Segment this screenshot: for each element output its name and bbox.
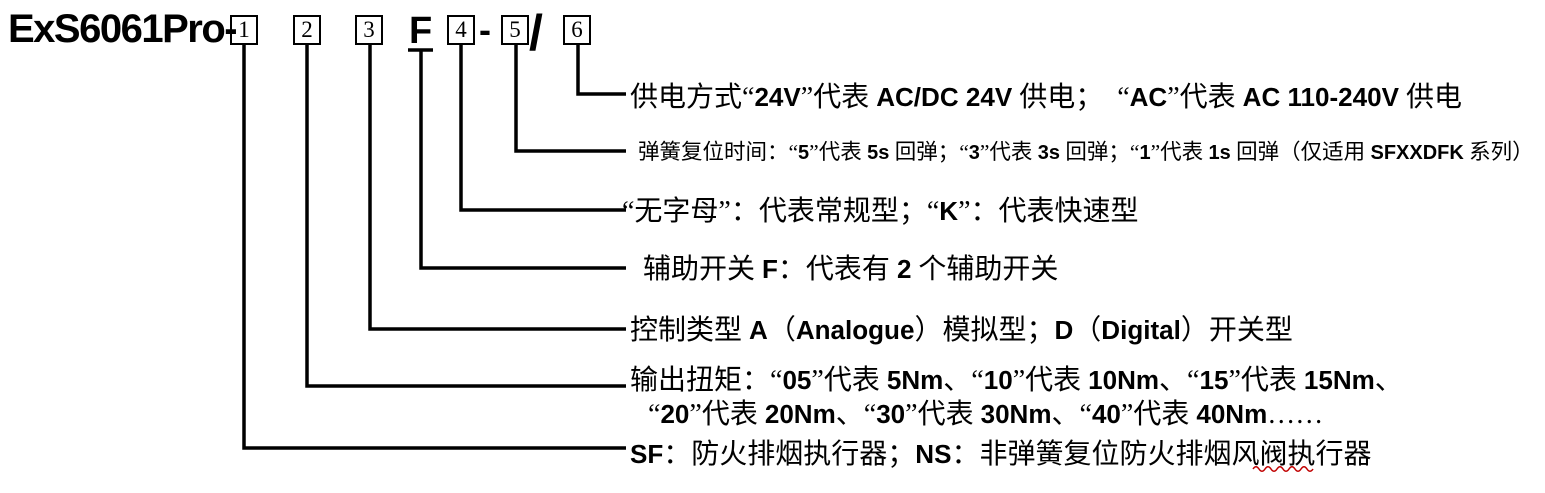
dash-separator: - (479, 9, 491, 50)
code-box-3: 3 (355, 15, 383, 45)
label-spring-return-time: 弹簧复位时间：“5”代表 5s 回弹；“3”代表 3s 回弹；“1”代表 1s … (638, 140, 1534, 164)
code-box-5: 5 (501, 15, 529, 45)
fixed-letter-f: F (409, 10, 433, 52)
connector-position-1 (242, 45, 626, 450)
connector-letter-f (419, 50, 626, 270)
label-aux-switch: 辅助开关 F：代表有 2 个辅助开关 (643, 254, 1059, 285)
code-box-2: 2 (293, 15, 321, 45)
label-output-torque-line2: “20”代表 20Nm、“30”代表 30Nm、“40”代表 40Nm…… (648, 399, 1324, 430)
code-box-1: 1 (230, 15, 258, 45)
label-series-type: SF：防火排烟执行器；NS：非弹簧复位防火排烟风阀执行器 (630, 439, 1372, 470)
label-output-torque-line1: 输出扭矩：“05”代表 5Nm、“10”代表 10Nm、“15”代表 15Nm、 (630, 365, 1403, 396)
label-control-type: 控制类型 A（Analogue）模拟型；D（Digital）开关型 (630, 315, 1293, 346)
connector-position-3 (368, 45, 626, 331)
label-power-supply: 供电方式“24V”代表 AC/DC 24V 供电； “AC”代表 AC 110-… (630, 82, 1462, 113)
code-box-4: 4 (447, 15, 475, 45)
code-box-6: 6 (563, 15, 591, 45)
connector-position-2 (305, 45, 626, 388)
slash-separator: / (529, 5, 543, 61)
model-number-title: ExS6061Pro- (8, 7, 238, 51)
connector-position-4 (459, 45, 626, 212)
connector-position-6 (576, 45, 626, 96)
label-speed-type: “无字母”：代表常规型；“K”：代表快速型 (622, 196, 1139, 227)
